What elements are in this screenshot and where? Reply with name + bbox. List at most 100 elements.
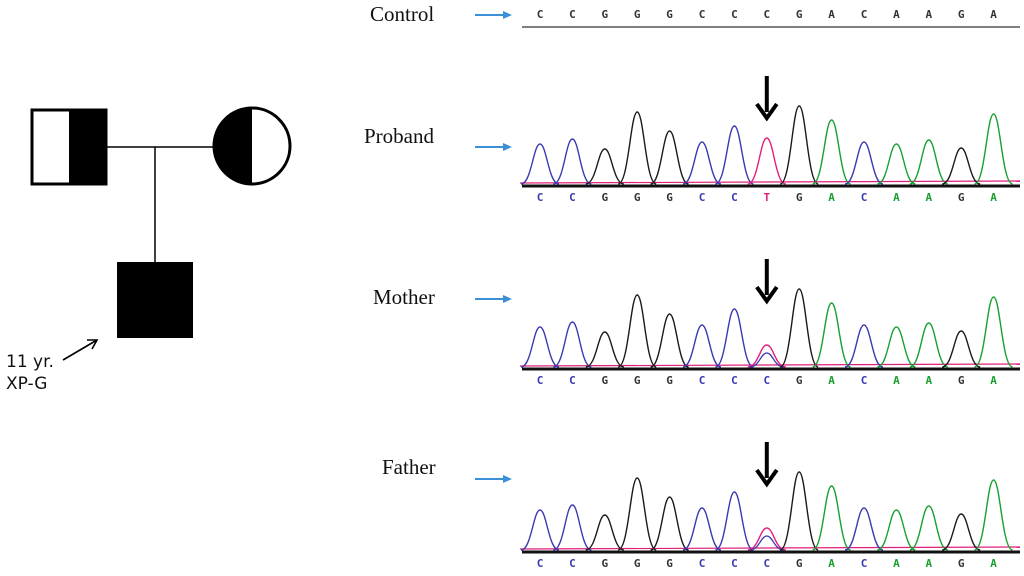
father-peak [617, 477, 657, 551]
mother-peak [747, 344, 786, 368]
mother-base-call: C [860, 374, 868, 387]
control-base-call: C [860, 8, 868, 21]
father-variant-arrow-icon [755, 442, 779, 488]
mother-peak [520, 326, 560, 368]
proband-base-call: C [569, 191, 576, 204]
proband-peak [520, 143, 560, 185]
father-base-call: A [893, 557, 900, 570]
father-base-call: C [763, 557, 771, 570]
mother-symbol [212, 106, 292, 186]
father-base-call: G [666, 557, 673, 570]
proband-age-note: 11 yr. XP-G [6, 351, 54, 395]
control-pointer-arrow-icon [475, 11, 512, 19]
mother-base-call: A [925, 374, 933, 387]
mother-base-call: G [633, 374, 641, 387]
proband-age: 11 yr. [6, 352, 54, 372]
proband-peak [941, 147, 981, 185]
father-noise-line [519, 546, 1021, 550]
father-base-call: A [990, 557, 997, 570]
proband-noise-line [519, 180, 1021, 184]
mother-peak [715, 308, 754, 368]
father-peak [715, 491, 754, 551]
control-base-call: A [893, 8, 900, 21]
proband-arrow-icon [62, 339, 99, 361]
control-base-call: G [633, 8, 641, 21]
proband-base-call: G [795, 191, 803, 204]
mother-base-call: G [795, 374, 803, 387]
proband-pointer-arrow-icon [475, 143, 512, 151]
father-peak [747, 527, 786, 551]
father-base-call: G [633, 557, 641, 570]
chromatogram-layer [475, 11, 1021, 554]
mother-peak [585, 331, 625, 368]
mother-base-call: A [828, 374, 835, 387]
label-father: Father [382, 455, 436, 479]
father-base-call: C [569, 557, 576, 570]
proband-base-call: G [666, 191, 673, 204]
control-base-call: G [601, 8, 609, 21]
proband-base-call: T [763, 191, 771, 204]
proband-peak [682, 141, 722, 185]
father-pointer-arrow-icon [475, 475, 512, 483]
mother-peak [909, 322, 949, 368]
mother-peak [650, 313, 689, 368]
proband-peak [779, 105, 819, 185]
mother-peak [877, 326, 916, 368]
father-peak [909, 505, 949, 551]
control-base-call: C [698, 8, 706, 21]
father-base-call: C [731, 557, 738, 570]
mother-pointer-arrow-icon [475, 295, 512, 303]
proband-base-call: A [925, 191, 933, 204]
control-base-call: C [569, 8, 576, 21]
mother-noise-line [519, 363, 1021, 367]
mother-base-call: G [601, 374, 609, 387]
proband-base-call: A [893, 191, 900, 204]
proband-peak [877, 143, 916, 185]
proband-base-call: G [601, 191, 609, 204]
father-base-call: G [601, 557, 609, 570]
father-peak [941, 513, 981, 551]
proband-base-call: C [860, 191, 868, 204]
proband-peak [747, 137, 787, 185]
proband-base-call: C [536, 191, 544, 204]
mother-peak [941, 330, 981, 368]
proband-base-call: G [957, 191, 965, 204]
father-secondary-peak [749, 535, 784, 551]
father-peak [553, 504, 592, 551]
father-peak [585, 514, 625, 551]
mother-peak [844, 324, 884, 368]
proband-base-call: A [828, 191, 835, 204]
mother-secondary-peak [749, 352, 784, 368]
mother-base-call: G [666, 374, 673, 387]
mother-base-call: G [957, 374, 965, 387]
control-base-call: G [795, 8, 803, 21]
control-base-call: C [536, 8, 544, 21]
proband-peak [715, 125, 754, 185]
control-base-call: G [957, 8, 965, 21]
father-base-call: G [795, 557, 803, 570]
mother-base-call: C [731, 374, 738, 387]
father-base-call: C [860, 557, 868, 570]
mother-base-call: C [569, 374, 576, 387]
father-base-call: A [925, 557, 933, 570]
mother-base-call: C [763, 374, 771, 387]
proband-symbol [117, 262, 193, 338]
mother-base-call: A [893, 374, 900, 387]
label-control: Control [370, 2, 435, 26]
proband-base-call: G [633, 191, 641, 204]
proband-base-call: C [731, 191, 738, 204]
father-peak [877, 509, 916, 551]
proband-peak [974, 113, 1013, 185]
control-base-call: A [990, 8, 997, 21]
label-mother: Mother [373, 285, 435, 309]
father-peak [812, 485, 851, 551]
father-base-call: A [828, 557, 835, 570]
proband-base-call: A [990, 191, 997, 204]
control-base-call: G [666, 8, 673, 21]
proband-peak [553, 138, 592, 185]
mother-peak [812, 302, 851, 368]
mother-peak [553, 321, 592, 368]
mother-peak [779, 288, 819, 368]
